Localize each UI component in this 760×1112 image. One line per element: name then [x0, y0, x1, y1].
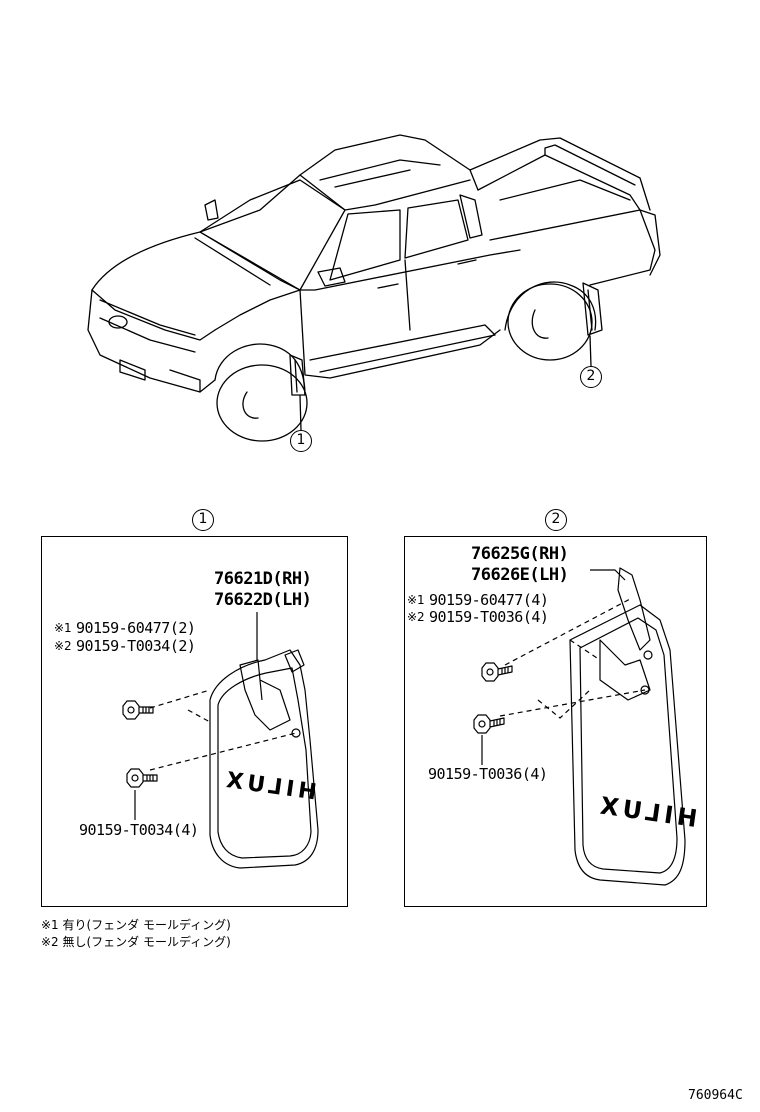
callout-2-vehicle[interactable]: 2	[580, 366, 602, 388]
panel-1-bolt-b: 90159-T0034(2)	[76, 637, 196, 655]
diagram-code: 760964C	[688, 1088, 743, 1103]
panel-2-callout: 2	[545, 509, 567, 531]
note-1: ※1 有り(フェンダ モールディング)	[41, 918, 231, 932]
panel-2-bolt-a: 90159-60477(4)	[429, 591, 549, 609]
panel-2-bolt-a-mark: ※1	[407, 593, 425, 607]
panel-1-bolt-a-mark: ※1	[54, 621, 72, 635]
panel-1	[41, 536, 348, 907]
panel-1-part-rh: 76621D(RH)	[214, 569, 312, 589]
panel-2-part-rh: 76625G(RH)	[471, 544, 569, 564]
panel-2	[404, 536, 707, 907]
panel-2-bolt-b: 90159-T0036(4)	[429, 608, 549, 626]
panel-1-bolt-c: 90159-T0034(4)	[79, 821, 199, 839]
note-2: ※2 無し(フェンダ モールディング)	[41, 935, 231, 949]
panel-1-bolt-b-mark: ※2	[54, 639, 72, 653]
panel-2-part-lh: 76626E(LH)	[471, 565, 569, 585]
panel-1-callout: 1	[192, 509, 214, 531]
panel-1-part-lh: 76622D(LH)	[214, 590, 312, 610]
panel-2-bolt-c: 90159-T0036(4)	[428, 765, 548, 783]
panel-2-bolt-b-mark: ※2	[407, 610, 425, 624]
panel-1-bolt-a: 90159-60477(2)	[76, 619, 196, 637]
callout-1-vehicle[interactable]: 1	[290, 430, 312, 452]
